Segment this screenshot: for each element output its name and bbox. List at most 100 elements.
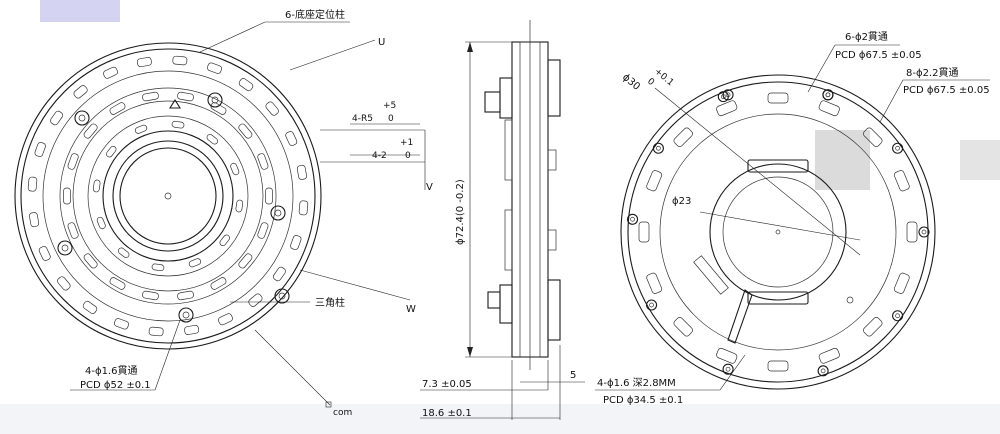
through-hole xyxy=(627,213,639,225)
slot xyxy=(290,235,302,250)
slot xyxy=(136,57,152,68)
through-hole xyxy=(722,363,734,375)
slot xyxy=(142,91,159,102)
slot xyxy=(83,253,98,269)
slot xyxy=(106,145,117,158)
slot xyxy=(27,176,38,192)
slot xyxy=(257,222,269,239)
slot xyxy=(863,127,883,147)
through-hole-center xyxy=(921,229,927,235)
through-hole xyxy=(918,226,930,238)
outer-slot-ring-right xyxy=(638,92,918,372)
slot xyxy=(29,212,40,228)
slot xyxy=(673,317,693,337)
dim1-tol-bottom: 0 xyxy=(388,114,394,124)
slot xyxy=(210,102,227,115)
slot xyxy=(50,110,64,126)
slot xyxy=(83,123,98,139)
dia-30: ϕ30 xyxy=(620,72,642,93)
slot xyxy=(767,360,789,372)
dia-30-tol-top: +0.1 xyxy=(652,67,675,89)
through-hole-center xyxy=(725,92,731,98)
note-6-holes: 6-ϕ2貫通 xyxy=(845,31,888,43)
slot xyxy=(238,78,254,92)
dim2-tol-bottom: 0 xyxy=(405,151,411,161)
slot xyxy=(67,153,79,170)
dim2-tol-top: +1 xyxy=(400,138,413,148)
slot xyxy=(34,142,46,157)
slot xyxy=(298,200,309,216)
slot xyxy=(177,91,194,102)
slot xyxy=(893,170,910,192)
label-v: V xyxy=(426,182,433,193)
slot xyxy=(272,266,286,282)
slot xyxy=(265,101,279,116)
side-view xyxy=(420,20,585,420)
label-u: U xyxy=(378,37,385,48)
right-view xyxy=(595,44,990,391)
slot xyxy=(96,216,106,230)
through-hole-center xyxy=(649,302,654,308)
slot xyxy=(296,164,307,180)
slot xyxy=(893,272,910,294)
slot xyxy=(103,66,118,79)
slot xyxy=(134,124,148,134)
slot xyxy=(906,221,918,243)
mounting-holes xyxy=(57,92,290,323)
slot xyxy=(638,221,650,243)
through-hole xyxy=(892,310,904,322)
through-holes-right xyxy=(627,89,930,377)
slot xyxy=(238,253,253,269)
slot xyxy=(67,222,79,239)
slot xyxy=(767,92,789,104)
through-hole-center xyxy=(725,366,731,372)
through-hole xyxy=(722,89,734,101)
slot xyxy=(38,246,51,261)
through-hole xyxy=(892,142,904,154)
through-hole-center xyxy=(825,92,831,98)
slot xyxy=(646,170,663,192)
dim1-main: 4-R5 xyxy=(352,114,373,124)
note-8-holes: 8-ϕ2.2貫通 xyxy=(906,67,958,79)
slot xyxy=(673,127,693,147)
through-hole xyxy=(652,142,664,154)
blurred-region-bottom xyxy=(0,404,1000,434)
hole-note-line2: PCD ϕ52 ±0.1 xyxy=(80,380,151,391)
note-6-holes-pcd: PCD ϕ67.5 ±0.05 xyxy=(835,50,922,61)
slot xyxy=(117,247,130,258)
slot xyxy=(151,263,165,272)
slot xyxy=(257,153,269,170)
slot xyxy=(206,134,219,145)
slot xyxy=(188,258,202,268)
dim1-tol-top: +5 xyxy=(383,101,396,111)
slot xyxy=(863,317,883,337)
inner-slot-ring xyxy=(63,91,273,301)
note-4-blind-holes-pcd: PCD ϕ34.5 ±0.1 xyxy=(603,395,683,406)
slot xyxy=(238,123,253,139)
slot xyxy=(109,102,126,115)
dim-18-6: 18.6 ±0.1 xyxy=(422,408,472,419)
through-hole-center xyxy=(895,313,900,319)
slot xyxy=(142,290,159,301)
blurred-region-top xyxy=(40,0,120,22)
slot xyxy=(716,347,738,364)
triangle-post-marker xyxy=(169,98,181,109)
blurred-region-mid xyxy=(815,130,870,190)
slot xyxy=(285,131,298,146)
dia-23: ϕ23 xyxy=(672,196,691,207)
slot xyxy=(82,300,98,314)
dim-5: 5 xyxy=(570,370,576,381)
label-triangle-post: 三角柱 xyxy=(315,296,345,309)
through-hole xyxy=(646,299,658,311)
slot xyxy=(219,234,230,247)
slot xyxy=(646,272,663,294)
note-4-blind-holes: 4-ϕ1.6 深2.8MM xyxy=(597,377,676,389)
slot xyxy=(818,347,840,364)
slot xyxy=(92,179,101,193)
label-com: com xyxy=(333,408,352,418)
slot xyxy=(73,85,88,99)
side-diameter-label: ϕ72.4(0 -0.2) xyxy=(455,179,466,245)
through-hole-center xyxy=(656,145,661,151)
note-8-holes-pcd: PCD ϕ67.5 ±0.05 xyxy=(903,85,990,96)
